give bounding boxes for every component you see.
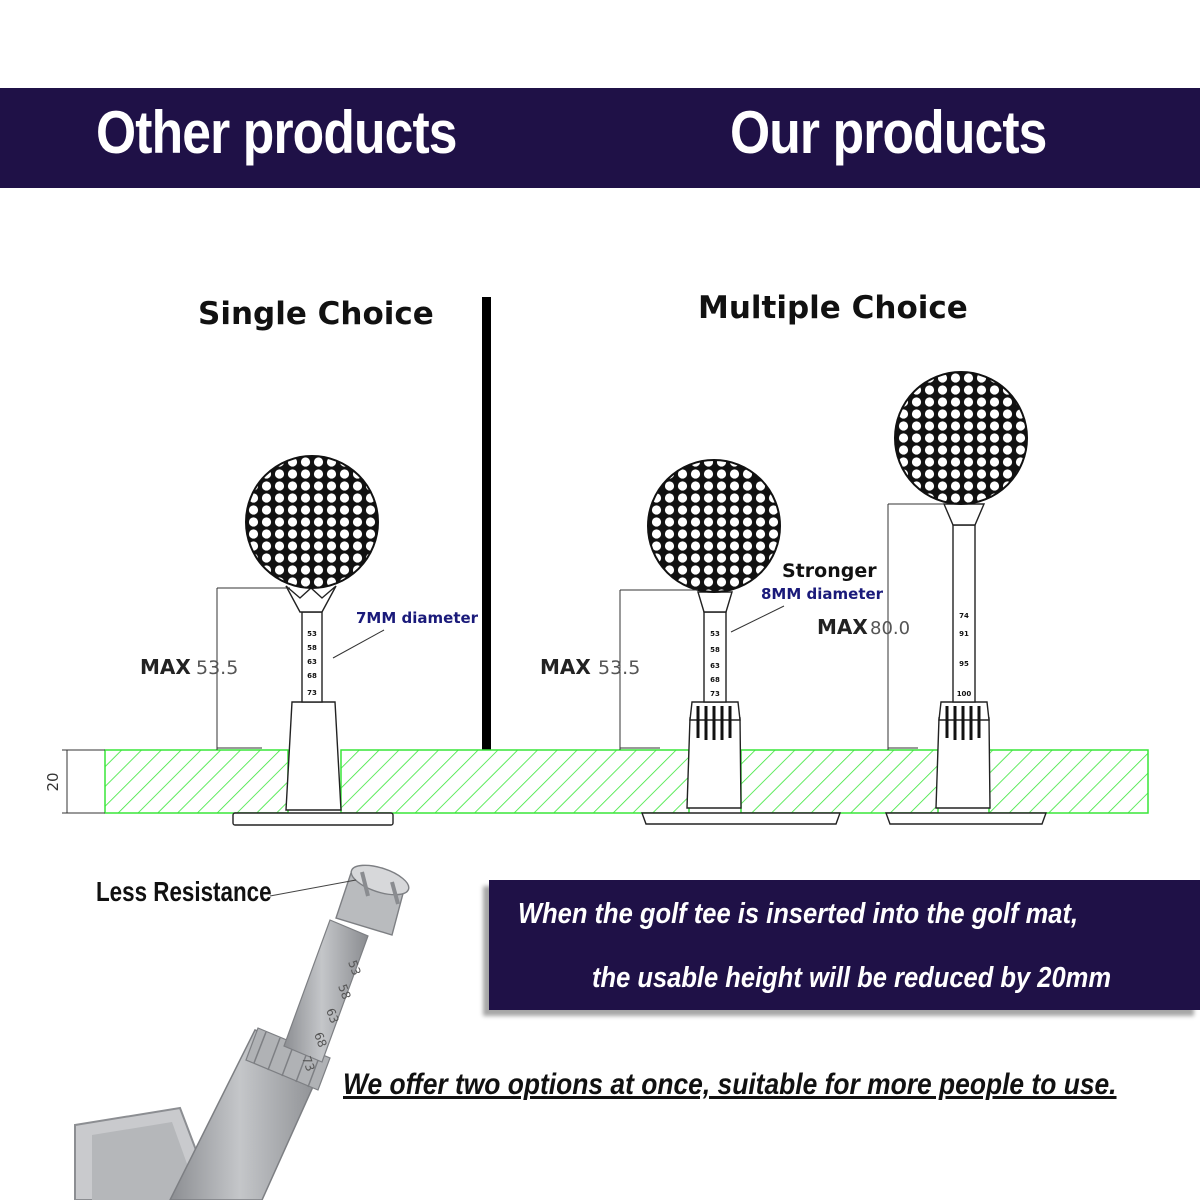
svg-text:73: 73: [299, 1054, 317, 1073]
max-value-middle: 53.5: [598, 657, 640, 679]
svg-text:68: 68: [311, 1030, 329, 1049]
golf-ball-left: [245, 455, 379, 589]
svg-text:73: 73: [710, 690, 720, 698]
header-our-products: Our products: [730, 99, 1047, 166]
golf-mat: [104, 749, 1149, 814]
svg-text:58: 58: [335, 982, 353, 1001]
single-tee-scale: 53 58 63 68 73: [307, 630, 317, 697]
max-value-right: 80.0: [870, 618, 910, 639]
short-tee-grip: [696, 706, 732, 740]
leader-7mm: [332, 629, 385, 659]
stronger-label: Stronger: [782, 560, 877, 582]
max-label-right: MAX: [817, 615, 868, 639]
short-tee-scale: 53 58 63 68 73: [710, 630, 720, 698]
svg-text:53: 53: [710, 630, 720, 638]
svg-text:63: 63: [307, 658, 317, 666]
diameter-8mm-label: 8MM diameter: [761, 585, 884, 603]
svg-text:100: 100: [957, 690, 972, 698]
leader-less-resistance: [269, 879, 357, 897]
insertion-note-box: [489, 880, 1200, 1010]
svg-text:63: 63: [323, 1006, 341, 1025]
svg-text:53: 53: [345, 958, 363, 977]
leader-8mm: [730, 605, 785, 633]
single-tee: [232, 585, 394, 826]
header-band: [0, 88, 1200, 188]
golf-ball-right: [894, 371, 1028, 505]
svg-text:53: 53: [307, 630, 317, 638]
mat-thickness-label: 20: [44, 772, 62, 791]
max-label-left: MAX: [140, 655, 191, 679]
tall-tee-scale: 74 91 95 100: [957, 612, 972, 698]
golf-ball-middle: [647, 459, 781, 593]
insertion-note-line-1: When the golf tee is inserted into the g…: [518, 898, 1079, 930]
max-dimension-middle: [619, 589, 698, 750]
single-choice-title: Single Choice: [198, 296, 434, 332]
max-value-left: 53.5: [196, 657, 238, 679]
header-other-products: Other products: [96, 99, 458, 166]
tee-closeup-scale: 53 58 63 68 73: [299, 958, 363, 1073]
svg-text:58: 58: [710, 646, 720, 654]
svg-text:91: 91: [959, 630, 969, 638]
multiple-choice-title: Multiple Choice: [698, 290, 968, 326]
mat-thickness-dimension: [62, 749, 105, 814]
tee-closeup-illustration: [74, 864, 410, 1200]
less-resistance-label: Less Resistance: [96, 876, 272, 907]
two-options-statement: We offer two options at once, suitable f…: [343, 1068, 1117, 1101]
svg-text:58: 58: [307, 644, 317, 652]
insertion-note-line-2: the usable height will be reduced by 20m…: [592, 962, 1112, 994]
svg-text:68: 68: [307, 672, 317, 680]
svg-text:95: 95: [959, 660, 969, 668]
max-dimension-left: [216, 587, 290, 750]
svg-text:63: 63: [710, 662, 720, 670]
max-dimension-right: [887, 503, 944, 750]
section-divider: [482, 297, 491, 750]
tall-tee: [885, 503, 1047, 825]
diameter-7mm-label: 7MM diameter: [356, 609, 479, 627]
svg-text:74: 74: [959, 612, 969, 620]
max-label-middle: MAX: [540, 655, 591, 679]
svg-text:73: 73: [307, 689, 317, 697]
svg-text:68: 68: [710, 676, 720, 684]
tall-tee-grip: [945, 706, 981, 740]
